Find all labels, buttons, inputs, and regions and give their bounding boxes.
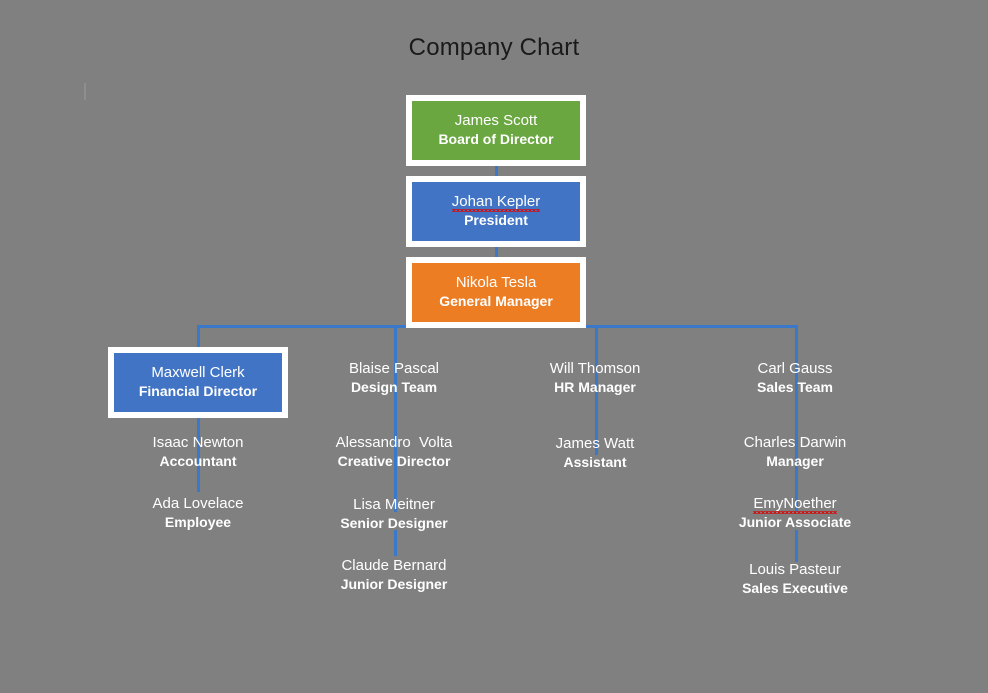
node-role: Assistant bbox=[563, 454, 627, 470]
connector-bus-to-col3 bbox=[595, 325, 598, 455]
node-isaac-newton[interactable]: Isaac Newton Accountant bbox=[108, 433, 288, 470]
node-emy-noether[interactable]: EmyNoether Junior Associate bbox=[705, 494, 885, 531]
node-role: Manager bbox=[766, 453, 824, 469]
connector-bus-to-col2 bbox=[394, 325, 397, 512]
node-role: Board of Director bbox=[438, 131, 554, 147]
node-role: HR Manager bbox=[554, 379, 636, 395]
node-maxwell-clerk[interactable]: Maxwell Clerk Financial Director bbox=[108, 347, 288, 418]
node-role: President bbox=[464, 212, 528, 228]
stray-tick-mark bbox=[84, 83, 86, 100]
node-name: Carl Gauss bbox=[757, 360, 833, 377]
node-name: Blaise Pascal bbox=[348, 360, 440, 377]
node-role: Junior Associate bbox=[738, 514, 852, 530]
connector-col2-spine bbox=[394, 530, 397, 556]
node-lisa-meitner[interactable]: Lisa Meitner Senior Designer bbox=[304, 495, 484, 532]
node-james-watt[interactable]: James Watt Assistant bbox=[505, 434, 685, 471]
node-role: Sales Executive bbox=[742, 580, 848, 596]
node-name: Maxwell Clerk bbox=[151, 364, 245, 381]
connector-col1-spine bbox=[197, 408, 200, 492]
node-will-thomson[interactable]: Will Thomson HR Manager bbox=[505, 359, 685, 396]
node-charles-darwin[interactable]: Charles Darwin Manager bbox=[705, 433, 885, 470]
node-name: Charles Darwin bbox=[743, 434, 847, 451]
node-alessandro-volta[interactable]: Alessandro Volta Creative Director bbox=[304, 433, 484, 470]
connector-bus-to-col4 bbox=[795, 325, 798, 512]
node-ada-lovelace[interactable]: Ada Lovelace Employee bbox=[108, 494, 288, 531]
node-name: James Scott bbox=[454, 112, 538, 129]
node-role: Senior Designer bbox=[340, 515, 448, 531]
node-name: EmyNoether bbox=[705, 494, 885, 514]
node-james-scott[interactable]: James Scott Board of Director bbox=[406, 95, 586, 166]
connector-kepler-to-tesla bbox=[495, 236, 498, 261]
node-name: Claude Bernard bbox=[341, 557, 447, 574]
node-role: General Manager bbox=[439, 293, 553, 309]
spellcheck-word: EmyNoether bbox=[753, 495, 838, 514]
node-role: Accountant bbox=[159, 453, 237, 469]
node-name: Alessandro Volta bbox=[335, 434, 453, 451]
node-role: Junior Designer bbox=[340, 576, 448, 592]
node-role: Sales Team bbox=[756, 379, 833, 395]
node-name: Lisa Meitner bbox=[353, 496, 435, 513]
node-name: Isaac Newton bbox=[152, 434, 244, 451]
connector-col4-spine bbox=[795, 530, 798, 562]
node-name: Will Thomson bbox=[549, 360, 641, 377]
spellcheck-word: Johan Kepler bbox=[451, 193, 541, 212]
node-claude-bernard[interactable]: Claude Bernard Junior Designer bbox=[304, 556, 484, 593]
node-name: Ada Lovelace bbox=[152, 495, 244, 512]
connector-bus-to-col1 bbox=[197, 325, 200, 350]
page-title: Company Chart bbox=[408, 34, 580, 61]
connector-scott-to-kepler bbox=[495, 155, 498, 180]
node-carl-gauss[interactable]: Carl Gauss Sales Team bbox=[705, 359, 885, 396]
node-role: Employee bbox=[164, 514, 232, 530]
node-name: Nikola Tesla bbox=[455, 274, 537, 291]
node-role: Creative Director bbox=[337, 453, 451, 469]
node-role: Financial Director bbox=[138, 383, 258, 399]
node-name: Louis Pasteur bbox=[749, 561, 841, 578]
node-name: James Watt bbox=[555, 435, 635, 452]
node-name: Johan Kepler bbox=[412, 192, 580, 212]
node-blaise-pascal[interactable]: Blaise Pascal Design Team bbox=[304, 359, 484, 396]
node-johan-kepler[interactable]: Johan Kepler President bbox=[406, 176, 586, 247]
node-louis-pasteur[interactable]: Louis Pasteur Sales Executive bbox=[705, 560, 885, 597]
node-nikola-tesla[interactable]: Nikola Tesla General Manager bbox=[406, 257, 586, 328]
node-role: Design Team bbox=[350, 379, 438, 395]
